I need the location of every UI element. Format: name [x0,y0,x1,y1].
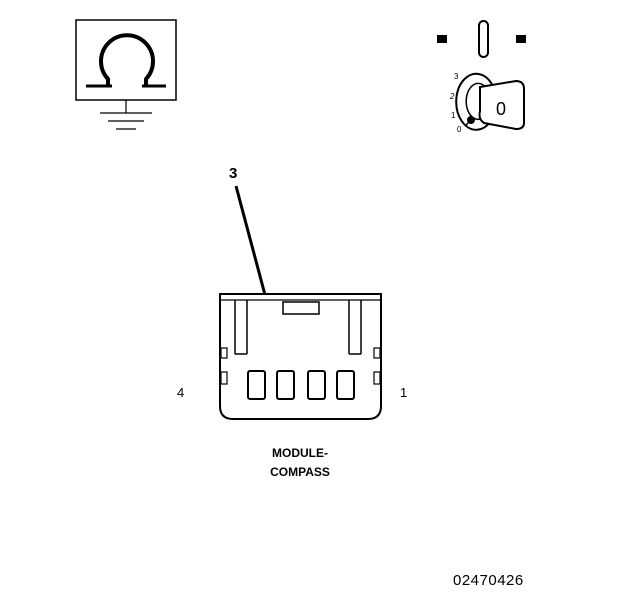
callout-number: 3 [229,165,238,182]
pin-label-right: 1 [400,385,408,400]
pin-label-left: 4 [177,385,185,400]
caption-line-1: MODULE- [272,446,328,460]
ignition-pos-3: 3 [454,72,459,81]
connector-caption: MODULE- COMPASS [240,444,360,482]
ignition-pos-1: 1 [451,111,456,120]
ignition-pos-2: 2 [449,92,455,101]
ohmmeter-icon [75,19,177,130]
figure-id: 02470426 [453,572,524,589]
caption-line-2: COMPASS [270,465,330,479]
ignition-pos-0: 0 [457,125,462,134]
connector-diagram [219,293,382,420]
key-label: 0 [496,99,506,119]
ignition-switch-icon: 3 2 1 0 0 [437,20,526,134]
